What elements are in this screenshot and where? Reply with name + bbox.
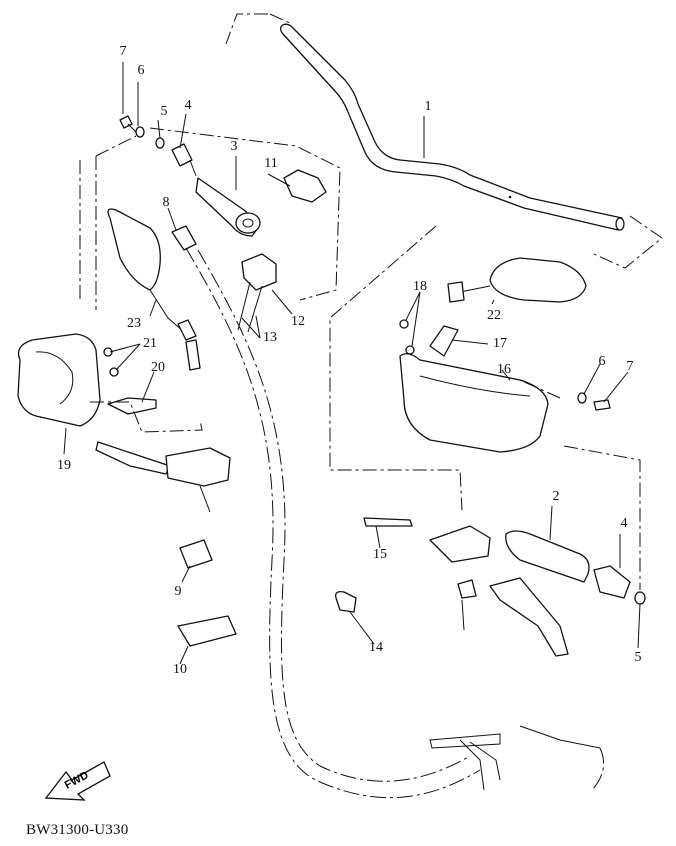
callout-16: 16 xyxy=(497,362,511,377)
screws-part-13 xyxy=(237,281,263,333)
callout-15: 15 xyxy=(373,547,387,562)
callout-10: 10 xyxy=(173,662,187,677)
callout-8: 8 xyxy=(162,195,170,210)
callout-6-left: 6 xyxy=(137,63,145,78)
right-bolt-part-7 xyxy=(593,399,611,411)
fwd-arrow-icon xyxy=(44,761,111,801)
left-hand-guard-part-19 xyxy=(17,333,157,427)
callout-20: 20 xyxy=(151,360,165,375)
right-bolts-part-18 xyxy=(399,319,415,355)
switch-part-11 xyxy=(283,169,327,203)
right-guide-lines xyxy=(329,225,641,590)
clip-part-10 xyxy=(177,615,237,647)
end-part-4 xyxy=(593,565,631,599)
right-hand-guard-part-16 xyxy=(399,353,549,453)
cable-part-15 xyxy=(363,517,413,527)
grip-part-2 xyxy=(505,530,590,583)
stay-part-17 xyxy=(429,325,459,357)
callout-18: 18 xyxy=(413,279,427,294)
right-grip-parts xyxy=(505,530,646,605)
callout-19: 19 xyxy=(57,458,71,473)
throttle-cable-left xyxy=(185,247,481,799)
callout-21: 21 xyxy=(143,336,157,351)
callout-1: 1 xyxy=(424,99,432,114)
callout-5-left: 5 xyxy=(160,104,168,119)
throttle-cable-right xyxy=(197,249,471,782)
callout-5-right: 5 xyxy=(634,650,642,665)
clip-part-9 xyxy=(179,539,213,569)
throttle-cable-ends xyxy=(459,739,501,791)
callout-14: 14 xyxy=(369,640,383,655)
callout-7-left: 7 xyxy=(119,44,127,59)
callout-4-left: 4 xyxy=(184,98,192,113)
callout-23: 23 xyxy=(127,316,141,331)
holder-part-12 xyxy=(241,253,277,291)
switch-holder-parts xyxy=(237,169,327,333)
left-guard-guide xyxy=(90,401,203,433)
handlebar-part xyxy=(279,23,625,231)
callout-3: 3 xyxy=(230,139,238,154)
cable-fitting-part-8 xyxy=(171,225,197,251)
handlebar-guide-line xyxy=(225,13,663,269)
right-lever-assembly xyxy=(429,525,569,657)
left-grip-parts xyxy=(155,137,261,237)
left-mirror-part-23 xyxy=(107,208,201,371)
callout-22: 22 xyxy=(487,308,501,323)
washer-part-5-right xyxy=(634,591,646,605)
callout-7-right: 7 xyxy=(626,359,634,374)
callout-17: 17 xyxy=(493,336,507,351)
callout-6-right: 6 xyxy=(598,354,606,369)
left-lever-assembly xyxy=(95,441,231,513)
washer-part-5 xyxy=(155,137,165,149)
leader-lines xyxy=(63,62,641,665)
right-mirror-part-22 xyxy=(447,257,587,303)
callout-9: 9 xyxy=(174,584,182,599)
left-guide-lines xyxy=(79,127,341,310)
cable-adjuster-right xyxy=(519,725,601,749)
callout-13: 13 xyxy=(263,330,277,345)
right-washer-part-6 xyxy=(577,392,587,404)
clamp-part-14 xyxy=(335,590,357,613)
callout-12: 12 xyxy=(291,314,305,329)
callout-2: 2 xyxy=(552,489,560,504)
callout-11: 11 xyxy=(264,156,278,171)
callout-4-right: 4 xyxy=(620,516,628,531)
top-left-bolt-washer xyxy=(119,115,145,138)
plug-part-4 xyxy=(171,143,193,167)
diagram-code: BW31300-U330 xyxy=(26,822,129,838)
